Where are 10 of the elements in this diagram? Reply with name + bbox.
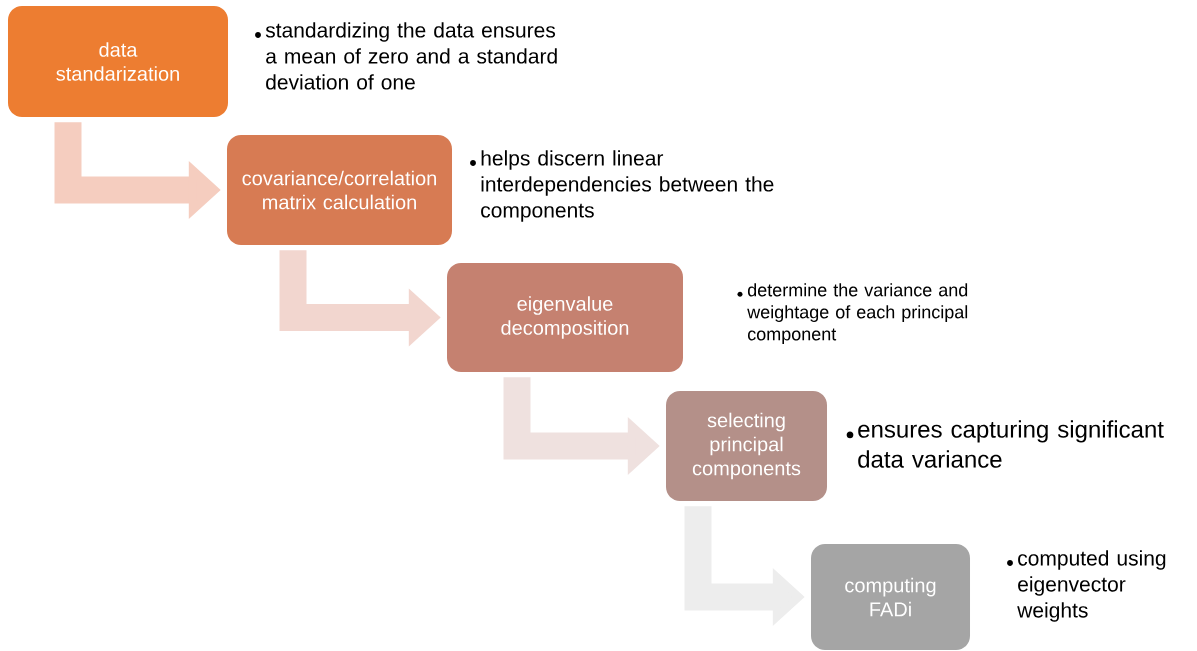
process-box: computing FADi: [811, 544, 970, 650]
process-box: data standarization: [8, 6, 228, 117]
process-box: selecting principal components: [666, 391, 827, 501]
note-text: determine the variance and weightage of each principal component: [747, 283, 968, 344]
note-text: standardizing the data ensures a mean of zero and a standard deviation of one: [265, 22, 557, 90]
note-text: helps discern linear interdependencies between the components: [481, 150, 774, 222]
note-text: computed using eigenvector weights: [1017, 550, 1166, 622]
process-box: eigenvalue decomposition: [447, 263, 683, 372]
process-box: covariance/correlation matrix calculation: [227, 135, 452, 245]
note-text: ensures capturing significant data variance: [858, 420, 1164, 468]
